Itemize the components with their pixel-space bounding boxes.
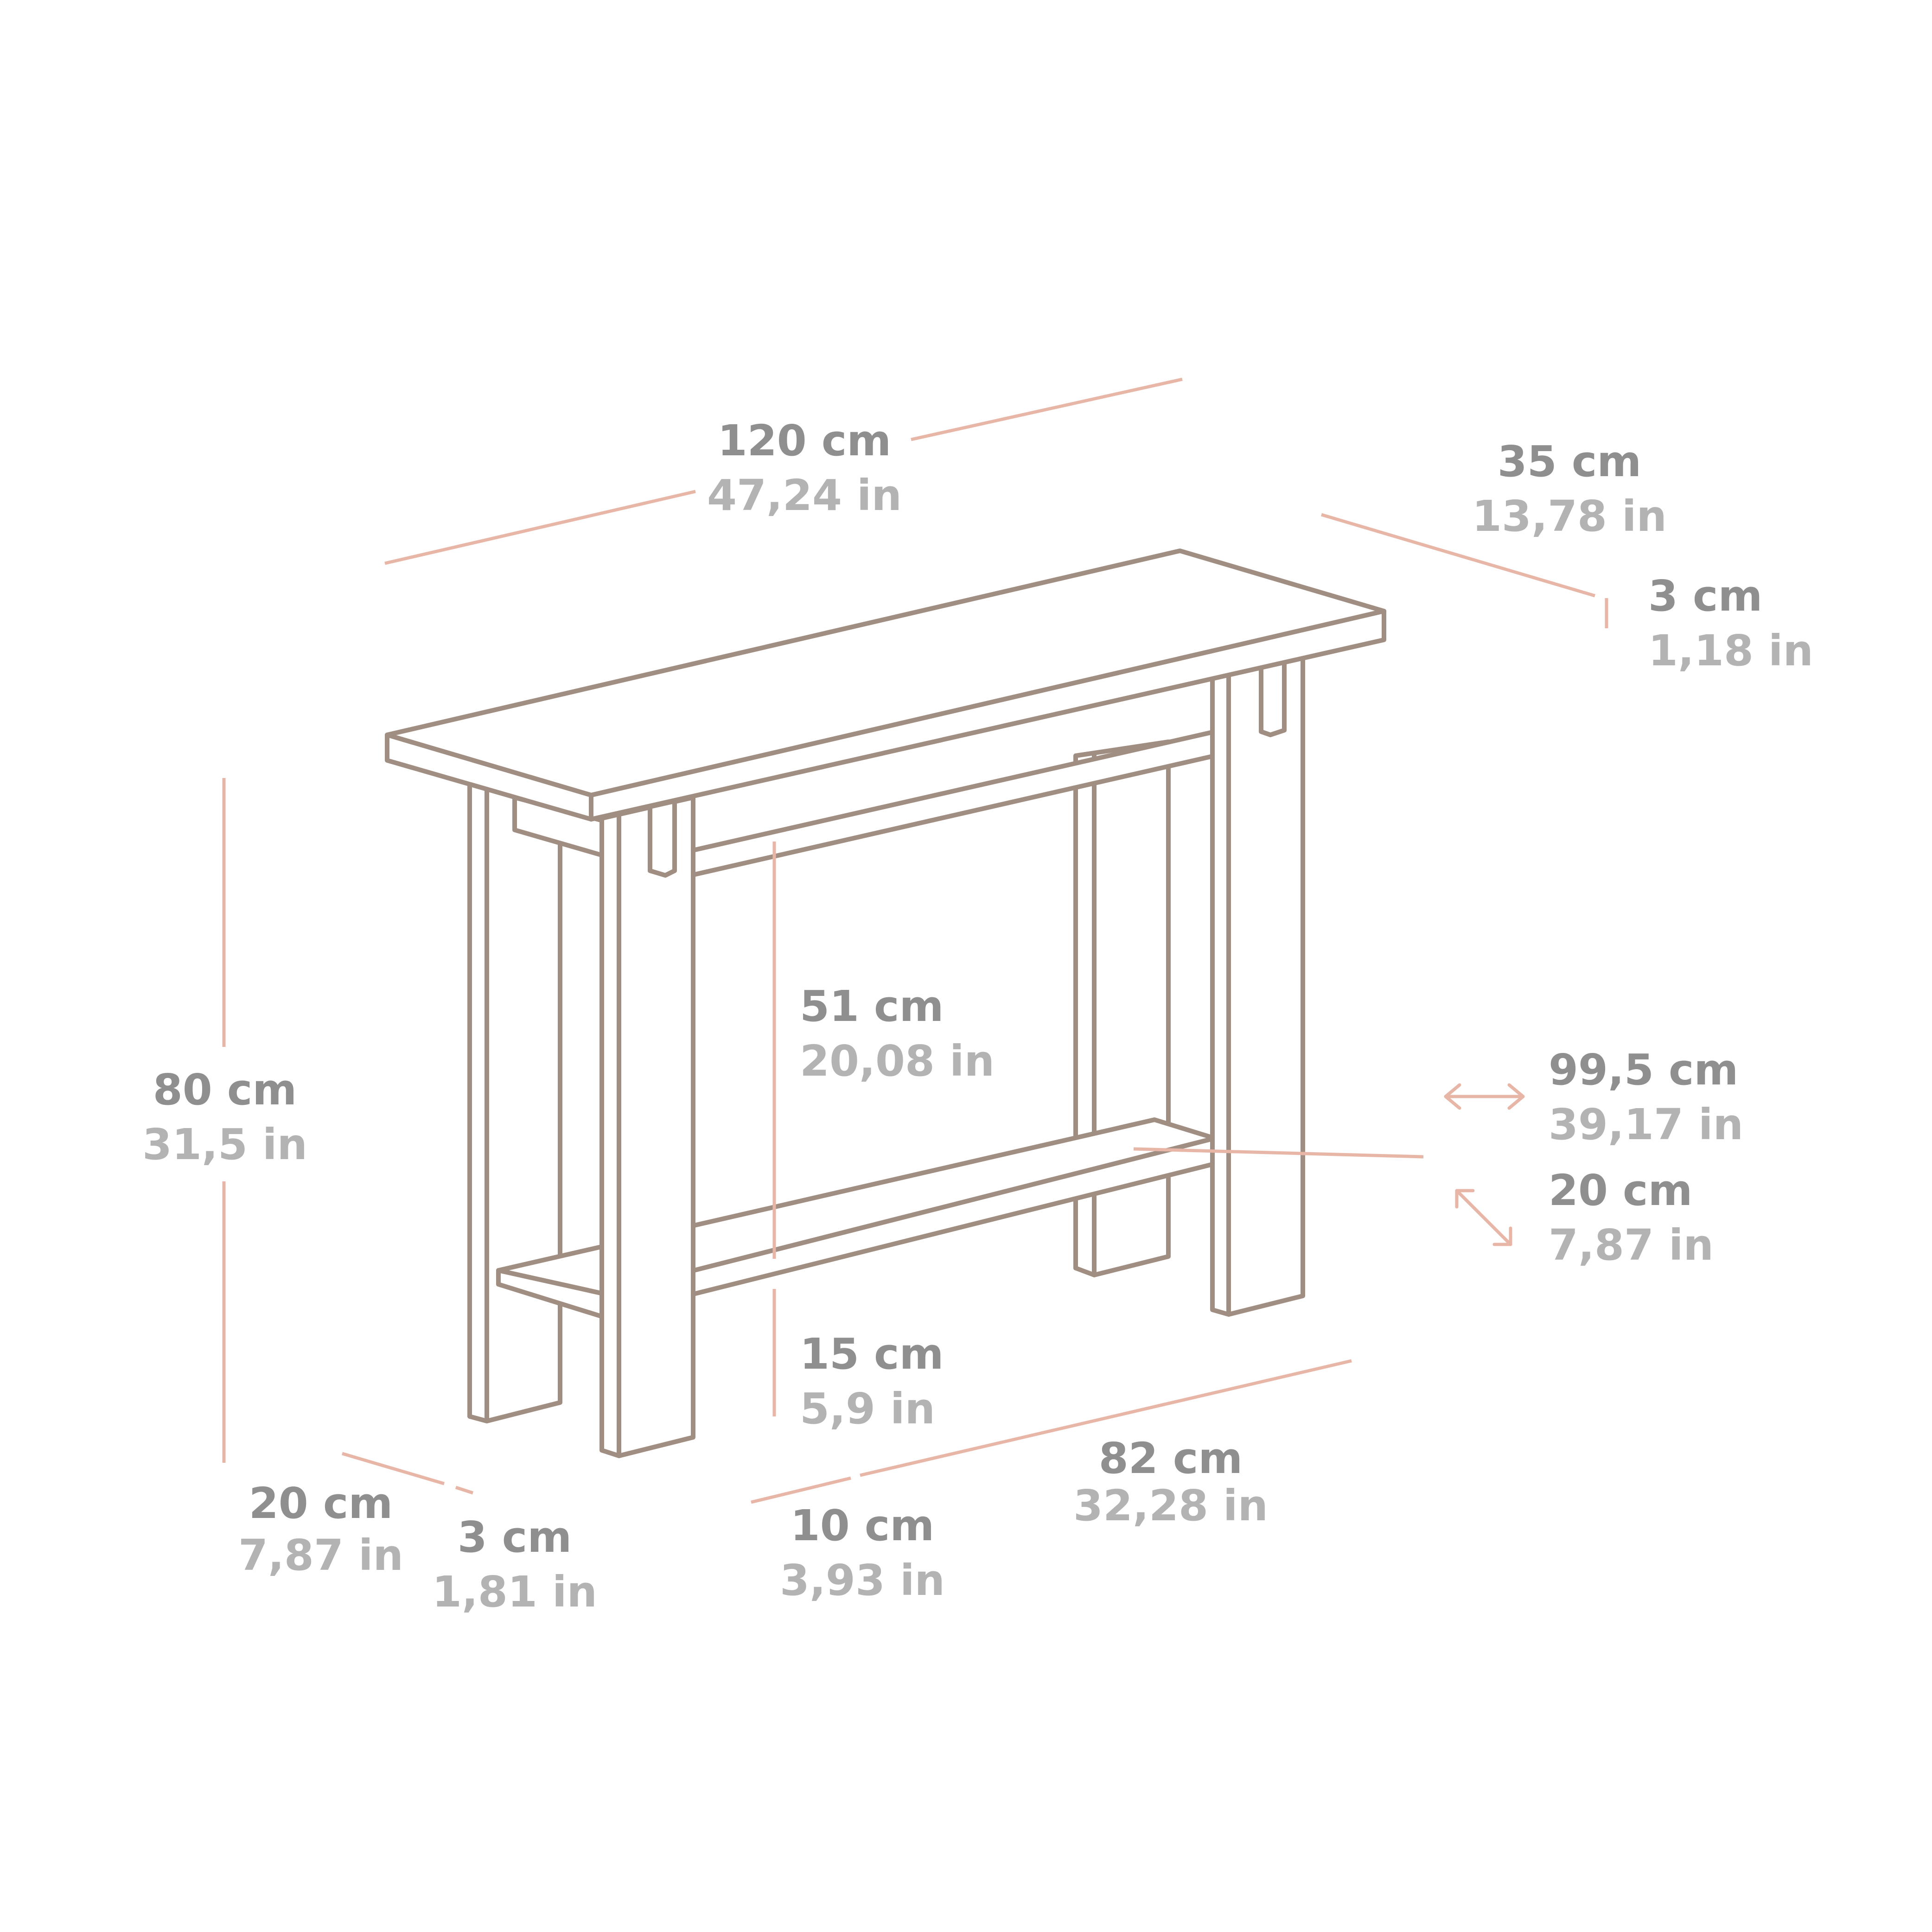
shelf-depth-arrow-bottom-head <box>1492 1226 1512 1246</box>
width-in: 47,24 in <box>707 471 902 520</box>
width-cm: 120 cm <box>717 416 892 465</box>
width-label: 120 cm 47,24 in <box>707 420 902 517</box>
front-left-leg <box>599 795 695 1458</box>
height-in: 31,5 in <box>142 1120 308 1169</box>
leg-depth-in: 7,87 in <box>238 1530 404 1580</box>
leg-thickness-label: 3 cm 1,81 in <box>432 1516 597 1613</box>
front-right-leg-tenon <box>1259 656 1287 737</box>
depth-in: 13,78 in <box>1472 491 1667 541</box>
shelf-depth-in: 7,87 in <box>1549 1220 1714 1270</box>
leg-depth-label: 20 cm 7,87 in <box>238 1482 403 1577</box>
depth-cm: 35 cm <box>1497 437 1642 486</box>
shelf-width-arrow-left-head <box>1444 1083 1461 1110</box>
top-thickness-cm: 3 cm <box>1648 571 1763 621</box>
shelf-gap-in: 20,08 in <box>800 1036 995 1086</box>
shelf-width-cm: 99,5 cm <box>1549 1045 1739 1095</box>
shelf-height-label: 15 cm 5,9 in <box>800 1333 944 1430</box>
leg-width-cm: 10 cm <box>790 1501 935 1550</box>
front-left-leg-tenon <box>648 799 677 878</box>
leg-span-label: 82 cm 32,28 in <box>1073 1437 1268 1527</box>
shelf-gap-label: 51 cm 20,08 in <box>800 985 995 1083</box>
width-line-left <box>384 490 696 565</box>
shelf-height-cm: 15 cm <box>800 1329 944 1379</box>
shelf-depth-cm: 20 cm <box>1549 1166 1693 1215</box>
leg-span-line <box>860 1359 1352 1477</box>
back-left-leg <box>467 777 562 1423</box>
height-cm: 80 cm <box>153 1065 297 1115</box>
top-thickness-label: 3 cm 1,18 in <box>1648 575 1813 672</box>
depth-label: 35 cm 13,78 in <box>1472 440 1667 538</box>
leg-span-cm: 82 cm <box>1098 1434 1243 1483</box>
height-label: 80 cm 31,5 in <box>142 1069 307 1166</box>
leg-width-label: 10 cm 3,93 in <box>780 1505 945 1602</box>
shelf-width-arrow-right-head <box>1507 1083 1525 1110</box>
shelf-width-pointer <box>1133 1147 1424 1159</box>
leg-depth-cm: 20 cm <box>249 1479 393 1528</box>
top-thickness-in: 1,18 in <box>1648 626 1814 676</box>
leg-thickness-in: 1,81 in <box>432 1567 598 1617</box>
leg-depth-line <box>342 1452 445 1486</box>
shelf-depth-arrow-top-head <box>1455 1189 1475 1209</box>
leg-thickness-cm: 3 cm <box>457 1512 572 1562</box>
shelf-width-in: 39,17 in <box>1549 1100 1744 1149</box>
shelf-height-in: 5,9 in <box>800 1384 936 1434</box>
shelf-depth-label: 20 cm 7,87 in <box>1549 1169 1714 1267</box>
width-line-right <box>911 377 1183 441</box>
shelf-width-label: 99,5 cm 39,17 in <box>1549 1049 1743 1146</box>
front-right-leg <box>1210 654 1305 1317</box>
leg-span-in: 32,28 in <box>1073 1481 1269 1530</box>
shelf-depth-arrow <box>1455 1189 1512 1246</box>
leg-width-in: 3,93 in <box>779 1556 945 1605</box>
leg-width-line <box>751 1476 851 1504</box>
tabletop-side <box>385 733 593 822</box>
depth-line <box>1321 513 1595 598</box>
leg-thickness-line <box>455 1486 474 1495</box>
shelf-gap-cm: 51 cm <box>800 982 944 1031</box>
